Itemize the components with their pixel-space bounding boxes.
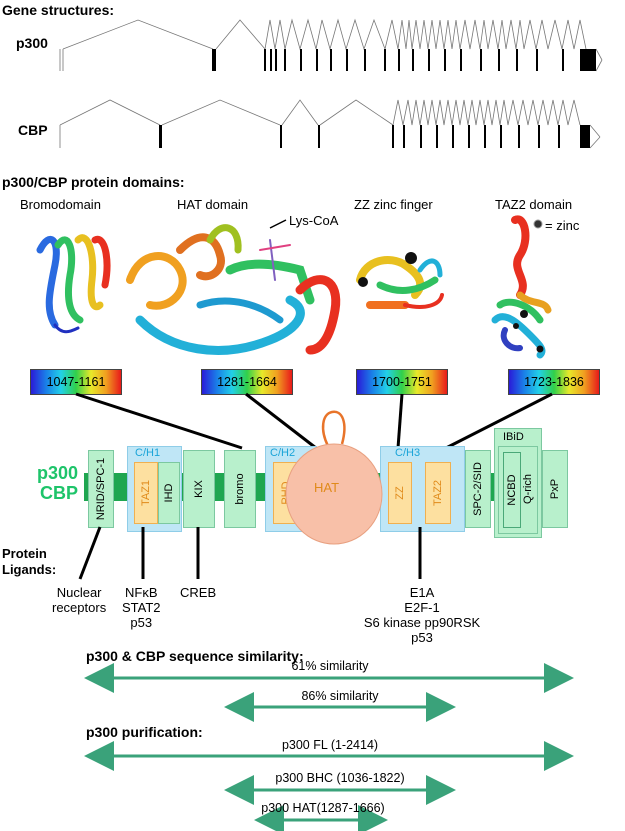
ligand-nfkb: NFκB [125,585,158,600]
taz2-label: TAZ2 [432,479,444,507]
protein-ligands-line1: Protein [2,546,47,561]
hat-domain-title: HAT domain [177,197,249,212]
ligand-taz2-group: E1A E2F-1 S6 kinase pp90RSK p53 [362,585,482,645]
protein-ligands-line2: Ligands: [2,562,57,577]
q-rich-label: Q-rich [522,474,534,504]
ihd-domain: IHD [158,462,180,524]
ligand-s6-kinase: S6 kinase pp90RSK [363,615,481,630]
nrid-domain: NRID/SPC-1 [88,450,114,528]
bromodomain-title: Bromodomain [20,197,101,212]
purification-fl-label: p300 FL (1-2414) [281,738,379,752]
hat-domain-shape [285,410,383,545]
pxp-label: PxP [549,478,561,500]
q-rich-domain: Q-rich [521,452,535,526]
ihd-label: IHD [163,483,175,503]
ligand-stat2: STAT2 [122,600,161,615]
protein-domains-title: p300/CBP protein domains: [2,174,185,190]
cbp-gene-label: CBP [18,122,48,138]
protein-name-cbp: CBP [39,483,78,503]
similarity-61-label: 61% similarity [291,659,369,673]
ligand-creb: CREB [180,585,217,600]
spc2-label: SPC-2/SID [472,462,484,516]
range-arrows [84,663,574,831]
protein-ligands-heading: Protein Ligands: [2,546,56,578]
ligand-connectors [78,526,422,580]
spc2-domain: SPC-2/SID [465,450,491,528]
protein-name-p300: p300 [36,463,78,483]
purification-bhc-label: p300 BHC (1036-1822) [275,771,405,785]
ncbd-domain: NCBD [503,452,521,528]
hat-label: HAT [314,480,340,495]
cbp-gene-structure [59,99,601,149]
ligand-p53-taz2: p53 [411,630,433,645]
lys-coa-label: Lys-CoA [289,213,339,228]
ligand-taz1-group: NFκB STAT2 p53 [122,585,161,630]
hat-domain-range: 1281-1664 [201,369,293,395]
zz-zinc-finger-structure [356,252,444,309]
taz1-domain: TAZ1 [134,462,158,524]
protein-structure-illustrations [36,215,552,359]
zz-zinc-finger-range: 1700-1751 [356,369,448,395]
similarity-title: p300 & CBP sequence similarity: [86,648,304,664]
ligand-p53-taz1: p53 [130,615,153,630]
ncbd-label: NCBD [506,474,518,506]
cbp-exons [159,125,590,148]
gene-structure-diagram [59,18,603,149]
ch1-label: C/H1 [135,447,161,459]
ligand-nuclear-line2: receptors [52,600,107,615]
gene-structures-title: Gene structures: [2,2,115,18]
taz2-domain-title: TAZ2 domain [495,197,573,212]
purification-hat-label: p300 HAT(1287-1666) [261,801,385,815]
nrid-label: NRID/SPC-1 [95,457,107,521]
taz2-domain: TAZ2 [425,462,451,524]
zz-zinc-finger-title: ZZ zinc finger [354,197,433,212]
p300-exons [212,49,596,71]
bromodomain-range: 1047-1161 [30,369,122,395]
bromo-domain: bromo [224,450,256,528]
taz1-label: TAZ1 [140,479,152,507]
ligand-nuclear-receptors: Nuclear receptors [52,585,106,615]
taz2-domain-structure [491,215,552,359]
ligand-e2f1: E2F-1 [404,600,440,615]
protein-name-label: p300 CBP [14,463,78,503]
kix-label: KIX [193,480,205,498]
ligand-nuclear-line1: Nuclear [56,585,102,600]
range-connectors [75,392,553,450]
pxp-domain: PxP [542,450,568,528]
ligand-e1a: E1A [409,585,435,600]
ibid-label: IBiD [503,431,524,443]
taz2-domain-range: 1723-1836 [508,369,600,395]
purification-title: p300 purification: [86,724,203,740]
hat-domain-structure [126,224,341,355]
zz-domain: ZZ [388,462,412,524]
p300-gene-structure [59,18,603,72]
bromo-label: bromo [234,473,246,505]
ch2-label: C/H2 [270,447,296,459]
zz-label: ZZ [394,486,406,500]
zinc-legend-label: = zinc [545,218,580,233]
ch3-label: C/H3 [395,447,421,459]
p300-gene-label: p300 [16,35,48,51]
similarity-86-label: 86% similarity [301,689,379,703]
kix-domain: KIX [183,450,215,528]
bromodomain-structure [36,234,111,334]
